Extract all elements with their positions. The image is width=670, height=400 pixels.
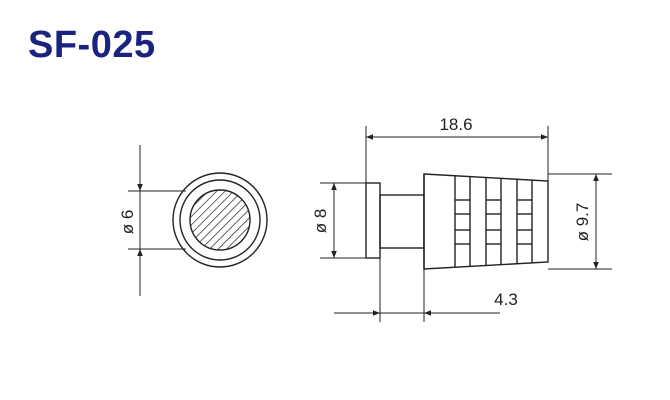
ribs bbox=[454, 176, 533, 267]
body-diameter-label: ø 9.7 bbox=[573, 203, 592, 242]
offset-label: 4.3 bbox=[494, 290, 518, 309]
side-view bbox=[320, 126, 612, 322]
part-number-title: SF-025 bbox=[28, 24, 156, 66]
length-label: 18.6 bbox=[439, 115, 472, 134]
hatched-core bbox=[189, 189, 251, 251]
neck bbox=[379, 194, 425, 249]
flange-diameter-label: ø 8 bbox=[311, 209, 330, 234]
flange bbox=[365, 182, 381, 259]
front-view bbox=[128, 145, 268, 296]
outer-ring bbox=[172, 172, 268, 268]
front-diameter-label: ø 6 bbox=[118, 210, 137, 235]
middle-ring bbox=[179, 179, 261, 261]
